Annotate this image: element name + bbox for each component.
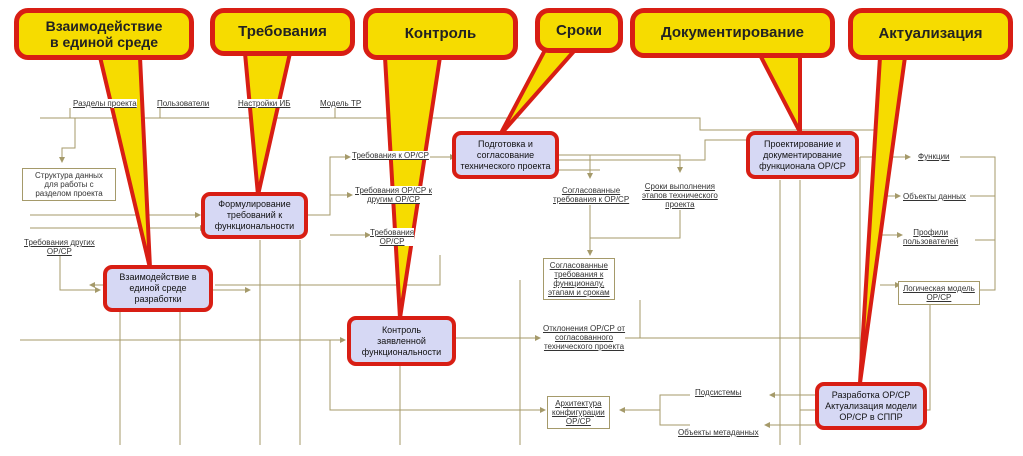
label-profiles: Профили пользователей: [903, 228, 959, 246]
process-control[interactable]: Контроль заявленной функциональности: [347, 316, 456, 366]
label-reqs-short: Требования ОР/СР: [370, 228, 415, 246]
label-metadata: Объекты метаданных: [678, 428, 759, 437]
callout-interaction: Взаимодействие в единой среде: [14, 8, 194, 60]
process-actualization[interactable]: Разработка ОР/СР Актуализация модели ОР/…: [815, 382, 927, 430]
callout-control: Контроль: [363, 8, 518, 60]
label-agreed-full: Согласованные требования к функционалу, …: [543, 258, 615, 300]
label-other-reqs: Требования других ОР/СР: [24, 238, 95, 256]
label-top-sections: Разделы проекта: [73, 99, 137, 108]
process-deadlines[interactable]: Подготовка и согласование технического п…: [452, 131, 559, 179]
label-functions: Функции: [918, 152, 950, 161]
process-documentation[interactable]: Проектирование и документирование функци…: [746, 131, 859, 179]
label-top-model: Модель ТР: [320, 99, 362, 108]
label-data-objects: Объекты данных: [903, 192, 966, 201]
callout-documentation: Документирование: [630, 8, 835, 58]
label-top-users: Пользователи: [157, 99, 210, 108]
label-deviations: Отклонения ОР/СР от согласованного техни…: [543, 324, 626, 351]
label-architecture: Архитектура конфигурации ОР/СР: [547, 396, 610, 429]
callout-requirements: Требования: [210, 8, 355, 56]
callout-actualization: Актуализация: [848, 8, 1013, 60]
label-data-structure: Структура данных для работы с разделом п…: [22, 168, 116, 201]
label-reqs-other: Требования ОР/СР к другим ОР/СР: [355, 186, 432, 204]
label-logic-model: Логическая модель ОР/СР: [898, 281, 980, 305]
label-subsystems: Подсистемы: [695, 388, 742, 397]
label-stage-deadlines: Сроки выполнения этапов технического про…: [642, 182, 718, 209]
label-agreed-reqs: Согласованные требования к ОР/СР: [553, 186, 630, 204]
label-top-ib: Настройки ИБ: [238, 99, 291, 108]
process-interaction[interactable]: Взаимодействие в единой среде разработки: [103, 265, 213, 312]
callout-deadlines: Сроки: [535, 8, 623, 53]
label-reqs-orcp: Требования к ОР/СР: [352, 151, 429, 160]
process-requirements[interactable]: Формулирование требований к функциональн…: [201, 192, 308, 239]
